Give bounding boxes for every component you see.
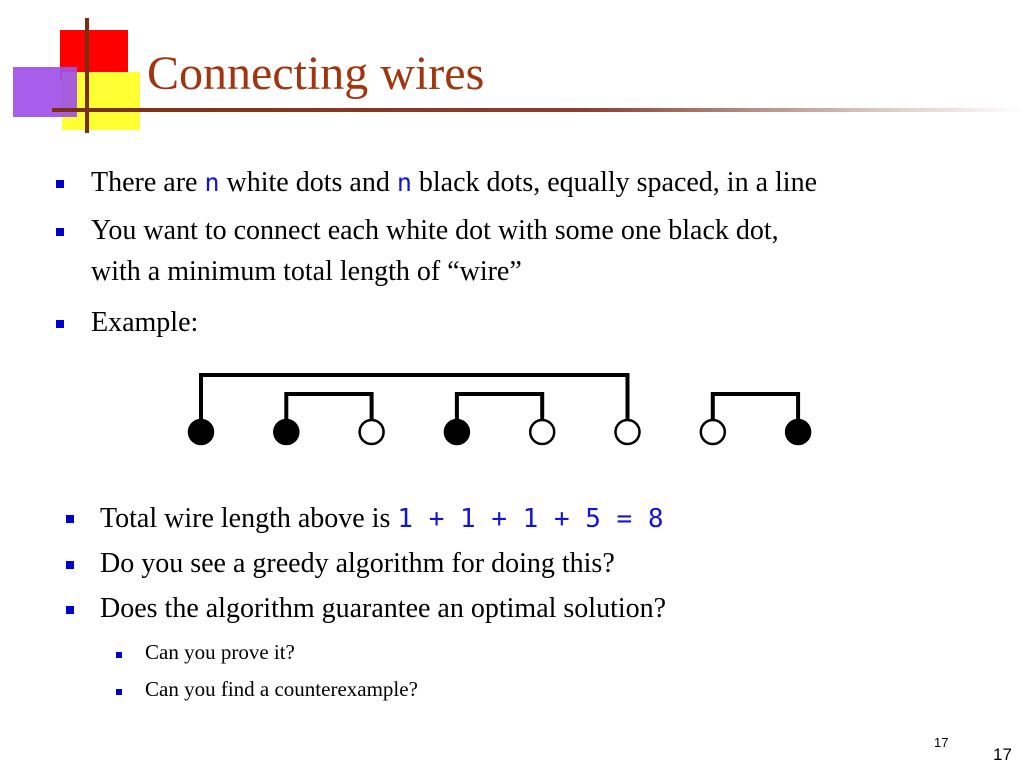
bullet-6-text: Does the algorithm guarantee an optimal … [100,593,667,624]
black-dot [187,418,215,446]
bullet-2-line-1: You want to connect each white dot with … [91,215,779,246]
bullet-2-line-2: with a minimum total length of “wire” [91,256,522,287]
bullet-3-text: Example: [91,307,199,338]
white-dot [614,418,641,446]
sub-bullet-icon [116,652,122,658]
bullet-icon [56,320,64,328]
sub-bullet-icon [116,689,122,695]
bullet-1-post: black dots, equally spaced, in a line [411,167,818,198]
bullet-icon [66,606,74,614]
black-dot [443,418,471,446]
white-dot [358,418,385,446]
title-underline [52,108,1024,112]
sub-bullet-2-text: Can you find a counterexample? [145,677,418,701]
wires [199,373,801,420]
variable-n: n [204,168,220,197]
bullet-1-mid: white dots and [219,167,397,198]
dots [187,418,812,446]
variable-n: n [396,168,412,197]
wire [454,392,545,420]
slide-title: Connecting wires [147,47,485,100]
white-dot [699,418,727,446]
bullet-icon [56,228,64,236]
bullet-icon [66,561,74,569]
wire [199,373,630,420]
white-dot [528,418,556,446]
decor-vertical-line [85,18,89,133]
bullet-icon [56,180,64,188]
slide-number: 17 [934,735,949,750]
bullet-4-pre: Total wire length above is [100,503,398,534]
black-dot [273,418,300,446]
page-number: 17 [993,745,1012,764]
bullet-1-text: There are n white dots and n black dots,… [91,169,817,197]
bullet-1-pre: There are [91,167,205,198]
bullet-5-text: Do you see a greedy algorithm for doing … [100,548,615,579]
bullet-icon [66,515,74,523]
wire [284,392,374,420]
bullet-4-text: Total wire length above is 1 + 1 + 1 + 5… [100,505,664,533]
sub-bullet-1-text: Can you prove it? [145,640,295,664]
black-dot [784,418,812,446]
wire-length-formula: 1 + 1 + 1 + 5 = 8 [397,504,664,534]
wire [710,392,801,420]
